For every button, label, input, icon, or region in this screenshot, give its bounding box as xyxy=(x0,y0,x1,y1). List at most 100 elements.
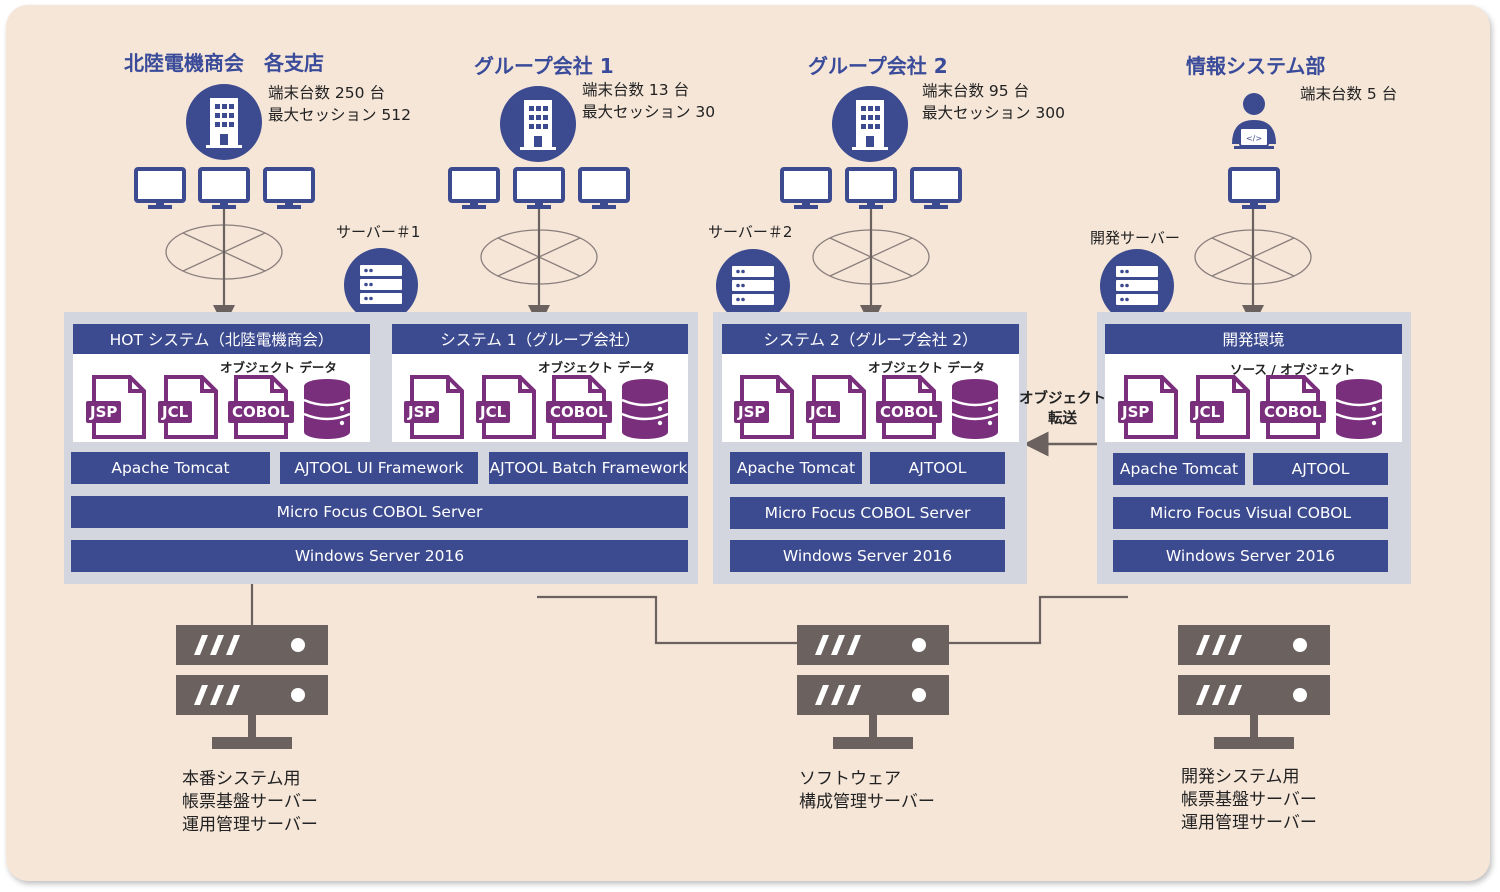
cobol-server-bar: Micro Focus COBOL Server xyxy=(71,496,688,528)
jcl-file-icon: JCL xyxy=(1190,375,1252,439)
visual-cobol-bar: Micro Focus Visual COBOL xyxy=(1113,497,1388,529)
monitor-icon xyxy=(513,167,565,215)
object-transfer-label: オブジェクト 転送 xyxy=(1015,389,1110,429)
prod-server-label: 本番システム用 帳票基盤サーバー 運用管理サーバー xyxy=(182,768,318,837)
file-type-label: JCL xyxy=(158,401,193,423)
jcl-file-icon: JCL xyxy=(476,375,538,439)
monitor-icon xyxy=(198,167,250,215)
label-line: 開発システム用 xyxy=(1181,767,1300,787)
label-line: 運用管理サーバー xyxy=(1181,813,1317,833)
link-scm-right xyxy=(945,595,1128,645)
scm-server-label: ソフトウェア 構成管理サーバー xyxy=(799,768,935,814)
jsp-file-icon: JSP xyxy=(404,375,466,439)
file-type-label: COBOL xyxy=(228,401,294,423)
file-type-label: JSP xyxy=(86,401,122,423)
monitor-icon xyxy=(134,167,186,215)
os-bar: Windows Server 2016 xyxy=(1113,540,1388,572)
file-type-label: JSP xyxy=(404,401,440,423)
server-rack-icon xyxy=(1100,249,1174,323)
tomcat-bar: Apache Tomcat xyxy=(730,452,862,484)
link-scm-left xyxy=(537,595,800,645)
site-stat-sessions: 最大セッション 512 xyxy=(268,106,412,124)
object-transfer-line1: オブジェクト xyxy=(1019,391,1106,407)
ajtool-bar: AJTOOL xyxy=(870,452,1005,484)
server1-label: サーバー＃1 xyxy=(336,223,421,241)
object-data-label: オブジェクト データ xyxy=(220,360,337,375)
system1-title: システム 1（グループ会社） xyxy=(392,324,688,354)
physical-server-icon xyxy=(176,625,328,759)
site-stat-terminals: 端末台数 13 台 xyxy=(582,81,690,99)
tomcat-bar: Apache Tomcat xyxy=(71,452,270,484)
system2-title: システム 2（グループ会社 2） xyxy=(722,324,1019,354)
cobol-file-icon: COBOL xyxy=(1260,375,1326,439)
building-icon xyxy=(500,86,576,162)
jsp-file-icon: JSP xyxy=(734,375,796,439)
jsp-file-icon: JSP xyxy=(1118,375,1180,439)
jcl-file-icon: JCL xyxy=(806,375,868,439)
label-line: 本番システム用 xyxy=(182,769,301,789)
server-rack-icon xyxy=(716,249,790,323)
site-title-group2: グループ会社 2 xyxy=(808,54,948,78)
jsp-file-icon: JSP xyxy=(86,375,148,439)
cobol-server-bar: Micro Focus COBOL Server xyxy=(730,497,1005,529)
file-type-label: JSP xyxy=(1118,401,1154,423)
source-object-label: ソース / オブジェクト xyxy=(1230,362,1356,377)
cobol-file-icon: COBOL xyxy=(876,375,942,439)
database-icon xyxy=(1334,378,1384,444)
object-data-label: オブジェクト データ xyxy=(538,360,655,375)
monitor-icon xyxy=(578,167,630,215)
building-icon xyxy=(186,84,262,160)
tomcat-bar: Apache Tomcat xyxy=(1113,453,1245,485)
server2-label: サーバー＃2 xyxy=(708,223,793,241)
site-stat-terminals: 端末台数 5 台 xyxy=(1300,85,1398,103)
cobol-file-icon: COBOL xyxy=(546,375,612,439)
ajtool-bar: AJTOOL xyxy=(1253,453,1388,485)
label-line: 構成管理サーバー xyxy=(799,792,935,812)
database-icon xyxy=(620,378,670,444)
monitor-icon xyxy=(263,167,315,215)
database-icon xyxy=(302,378,352,444)
file-type-label: COBOL xyxy=(876,401,942,423)
dev-server-label: 開発サーバー xyxy=(1090,229,1180,247)
monitor-icon xyxy=(448,167,500,215)
label-line: 帳票基盤サーバー xyxy=(1181,790,1317,810)
monitor-icon xyxy=(845,167,897,215)
label-line: ソフトウェア xyxy=(799,769,901,789)
site-stat-sessions: 最大セッション 300 xyxy=(922,104,1066,122)
label-line: 運用管理サーバー xyxy=(182,815,318,835)
site-stat-terminals: 端末台数 95 台 xyxy=(922,82,1030,100)
ajtool-batch-bar: AJTOOL Batch Framework xyxy=(489,452,688,484)
site-stat-terminals: 端末台数 250 台 xyxy=(268,84,385,102)
jcl-file-icon: JCL xyxy=(158,375,220,439)
building-icon xyxy=(832,86,908,162)
site-title-hokuriku: 北陸電機商会 各支店 xyxy=(124,51,324,75)
cobol-file-icon: COBOL xyxy=(228,375,294,439)
monitor-icon xyxy=(780,167,832,215)
server-rack-icon xyxy=(344,248,418,322)
os-bar: Windows Server 2016 xyxy=(730,540,1005,572)
file-type-label: JCL xyxy=(806,401,841,423)
site-stat-sessions: 最大セッション 30 xyxy=(582,103,716,121)
ajtool-ui-bar: AJTOOL UI Framework xyxy=(280,452,478,484)
physical-server-icon xyxy=(797,625,949,759)
os-bar: Windows Server 2016 xyxy=(71,540,688,572)
database-icon xyxy=(950,378,1000,444)
hot-system-title: HOT システム（北陸電機商会） xyxy=(73,324,370,354)
physical-server-icon xyxy=(1178,625,1330,759)
svg-text:</>: </> xyxy=(1246,134,1262,143)
label-line: 帳票基盤サーバー xyxy=(182,792,318,812)
dev-env-title: 開発環境 xyxy=(1105,324,1402,354)
developer-icon: </> xyxy=(1226,88,1282,154)
file-type-label: JSP xyxy=(734,401,770,423)
monitor-icon xyxy=(910,167,962,215)
dev-system-server-label: 開発システム用 帳票基盤サーバー 運用管理サーバー xyxy=(1181,766,1317,835)
file-type-label: JCL xyxy=(476,401,511,423)
file-type-label: JCL xyxy=(1190,401,1225,423)
site-title-info-sys: 情報システム部 xyxy=(1186,54,1326,78)
object-transfer-line2: 転送 xyxy=(1048,411,1077,427)
file-type-label: COBOL xyxy=(546,401,612,423)
object-data-label: オブジェクト データ xyxy=(868,360,985,375)
monitor-icon xyxy=(1228,167,1280,215)
file-type-label: COBOL xyxy=(1260,401,1326,423)
